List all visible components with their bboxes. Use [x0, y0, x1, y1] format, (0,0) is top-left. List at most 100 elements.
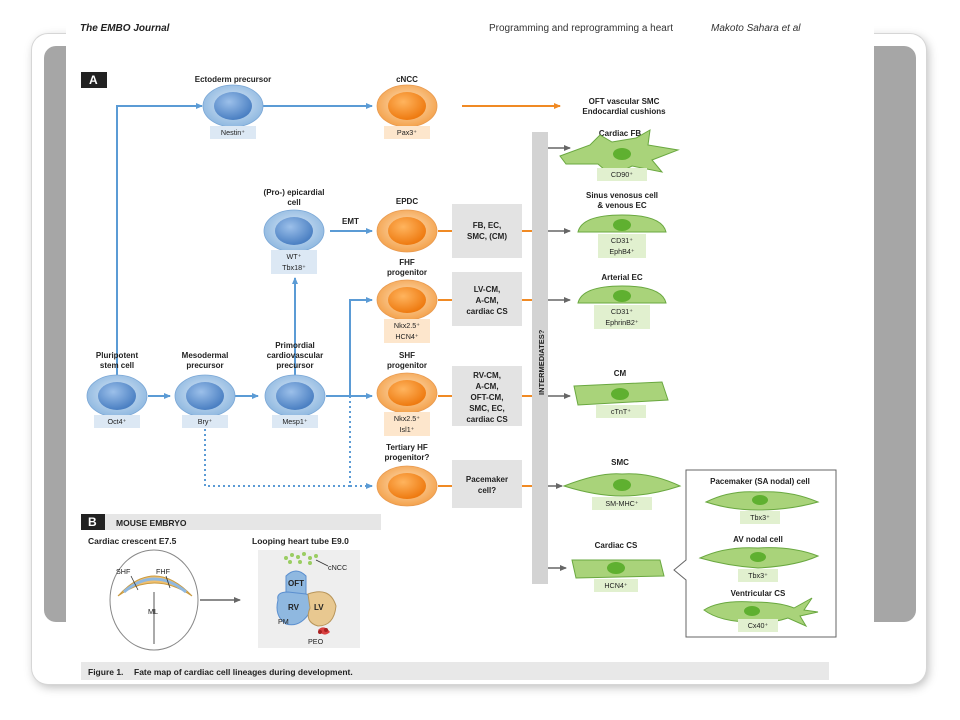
svg-text:Nestin⁺: Nestin⁺ — [221, 128, 245, 137]
journal-header: The EMBO Journal Programming and reprogr… — [80, 23, 801, 34]
svg-text:B: B — [88, 515, 97, 529]
svg-text:progenitor: progenitor — [387, 361, 427, 370]
cell-fhf-progenitor: FHF progenitor Nkx2.5⁺ HCN4⁺ — [376, 258, 438, 343]
svg-text:FB, EC,: FB, EC, — [473, 221, 501, 230]
svg-text:cNCC: cNCC — [328, 563, 347, 572]
svg-text:Tertiary HF: Tertiary HF — [386, 443, 428, 452]
svg-text:ML: ML — [148, 607, 158, 616]
svg-text:Cardiac CS: Cardiac CS — [595, 541, 638, 550]
svg-text:EphrinB2⁺: EphrinB2⁺ — [605, 318, 639, 327]
arrow-primordial-to-tertiary — [349, 396, 373, 489]
svg-text:CD31⁺: CD31⁺ — [611, 236, 633, 245]
oft-fate-label: OFT vascular SMC Endocardial cushions — [582, 97, 666, 116]
svg-text:RV-CM,: RV-CM, — [473, 371, 501, 380]
article-title: Programming and reprogramming a heart — [489, 23, 673, 34]
svg-text:Sinus venosus cell: Sinus venosus cell — [586, 191, 658, 200]
tube-title: Looping heart tube E9.0 — [252, 536, 349, 546]
svg-text:A: A — [89, 73, 98, 87]
svg-text:SMC: SMC — [611, 458, 629, 467]
cell-shf-progenitor: SHF progenitor Nkx2.5⁺ Isl1⁺ — [376, 351, 438, 436]
svg-text:Endocardial cushions: Endocardial cushions — [582, 107, 666, 116]
crescent-title: Cardiac crescent E7.5 — [88, 536, 177, 546]
svg-text:Bry⁺: Bry⁺ — [198, 417, 213, 426]
svg-text:PM: PM — [278, 617, 289, 626]
cell-mesodermal-precursor: Mesodermal precursor Bry⁺ — [174, 351, 236, 428]
cell-cm: CM cTnT⁺ — [573, 369, 669, 418]
svg-text:stem cell: stem cell — [100, 361, 134, 370]
svg-text:Pacemaker: Pacemaker — [466, 475, 508, 484]
article-author: Makoto Sahara et al — [711, 23, 801, 34]
svg-text:FHF: FHF — [399, 258, 415, 267]
cell-epicardial: (Pro-) epicardial cell WT⁺ Tbx18⁺ — [264, 188, 324, 274]
arrow-primordial-to-fhf — [326, 297, 373, 397]
svg-text:cell?: cell? — [478, 486, 496, 495]
intermediates-label: INTERMEDIATES? — [537, 329, 546, 395]
svg-text:CD90⁺: CD90⁺ — [611, 170, 633, 179]
svg-text:Pax3⁺: Pax3⁺ — [397, 128, 417, 137]
svg-text:Pluripotent: Pluripotent — [96, 351, 139, 360]
svg-text:LV: LV — [314, 603, 324, 612]
cell-cardiac-fb: Cardiac FB CD90⁺ — [559, 129, 680, 181]
svg-text:SMC, EC,: SMC, EC, — [469, 404, 505, 413]
cell-epdc: EPDC — [376, 197, 438, 253]
svg-text:progenitor?: progenitor? — [385, 453, 430, 462]
fate-box-fhf: LV-CM, A-CM, cardiac CS — [452, 272, 522, 326]
svg-text:Pacemaker (SA nodal) cell: Pacemaker (SA nodal) cell — [710, 477, 810, 486]
svg-text:SHF: SHF — [399, 351, 415, 360]
cell-primordial-cardiovascular: Primordial cardiovascular precursor Mesp… — [264, 341, 326, 428]
emt-label: EMT — [342, 217, 359, 226]
svg-text:SHF: SHF — [116, 567, 131, 576]
svg-text:Ventricular CS: Ventricular CS — [731, 589, 786, 598]
svg-text:OFT: OFT — [288, 579, 304, 588]
svg-text:AV nodal cell: AV nodal cell — [733, 535, 783, 544]
svg-text:cell: cell — [287, 198, 300, 207]
svg-text:PEO: PEO — [308, 637, 324, 646]
svg-text:cNCC: cNCC — [396, 75, 418, 84]
svg-text:Ectoderm precursor: Ectoderm precursor — [195, 75, 271, 84]
svg-text:Oct4⁺: Oct4⁺ — [108, 417, 127, 426]
cardiac-crescent-illustration: SHF FHF ML — [109, 549, 199, 651]
svg-text:EphB4⁺: EphB4⁺ — [609, 247, 635, 256]
cell-pacemaker-sa-nodal: Pacemaker (SA nodal) cell Tbx3⁺ — [704, 477, 820, 524]
blue-lineage-arrows — [116, 103, 373, 489]
svg-text:HCN4⁺: HCN4⁺ — [395, 332, 419, 341]
svg-text:precursor: precursor — [186, 361, 223, 370]
cell-av-nodal: AV nodal cell Tbx3⁺ — [698, 535, 820, 582]
looping-heart-tube-illustration: cNCC OFT RV LV PM PEO — [258, 550, 360, 648]
cell-sinus-venosus: Sinus venosus cell & venous EC CD31⁺ Eph… — [577, 191, 667, 258]
terminal-arrows — [548, 145, 571, 571]
cell-tertiary-hf: Tertiary HF progenitor? — [376, 443, 438, 507]
caption-label: Figure 1. — [88, 667, 123, 677]
caption-text: Fate map of cardiac cell lineages during… — [134, 667, 353, 677]
svg-text:Primordial: Primordial — [275, 341, 315, 350]
svg-text:CM: CM — [614, 369, 627, 378]
svg-text:progenitor: progenitor — [387, 268, 427, 277]
cell-arterial-ec: Arterial EC CD31⁺ EphrinB2⁺ — [577, 273, 667, 329]
svg-text:OFT vascular SMC: OFT vascular SMC — [589, 97, 660, 106]
svg-text:Tbx3⁺: Tbx3⁺ — [748, 571, 768, 580]
arrow-pluripotent-to-ectoderm — [116, 103, 203, 378]
fate-box-tertiary: Pacemaker cell? — [452, 460, 522, 508]
svg-text:Cx40⁺: Cx40⁺ — [748, 621, 769, 630]
svg-text:RV: RV — [288, 603, 300, 612]
arrow-mesodermal-to-tertiary — [204, 424, 350, 487]
svg-text:precursor: precursor — [276, 361, 313, 370]
svg-text:Tbx3⁺: Tbx3⁺ — [750, 513, 770, 522]
svg-text:EPDC: EPDC — [396, 197, 418, 206]
svg-text:SMC, (CM): SMC, (CM) — [467, 232, 507, 241]
fate-box-shf: RV-CM, A-CM, OFT-CM, SMC, EC, cardiac CS — [452, 366, 522, 426]
svg-text:cardiovascular: cardiovascular — [267, 351, 323, 360]
cell-ectoderm-precursor: Ectoderm precursor Nestin⁺ — [195, 75, 271, 139]
svg-text:cardiac CS: cardiac CS — [466, 415, 508, 424]
fate-box-epdc: FB, EC, SMC, (CM) — [452, 204, 522, 258]
intermediates-bar: INTERMEDIATES? — [532, 132, 548, 584]
svg-text:Tbx18⁺: Tbx18⁺ — [282, 263, 306, 272]
svg-text:FHF: FHF — [156, 567, 171, 576]
cell-ventricular-cs: Ventricular CS Cx40⁺ — [703, 589, 819, 632]
panel-b-title: MOUSE EMBRYO — [116, 518, 187, 528]
cell-smc: SMC SM-MHC⁺ — [562, 458, 682, 510]
svg-text:Nkx2.5⁺: Nkx2.5⁺ — [394, 414, 420, 423]
panel-b: B MOUSE EMBRYO Cardiac crescent E7.5 Loo… — [81, 514, 381, 651]
svg-text:Nkx2.5⁺: Nkx2.5⁺ — [394, 321, 420, 330]
